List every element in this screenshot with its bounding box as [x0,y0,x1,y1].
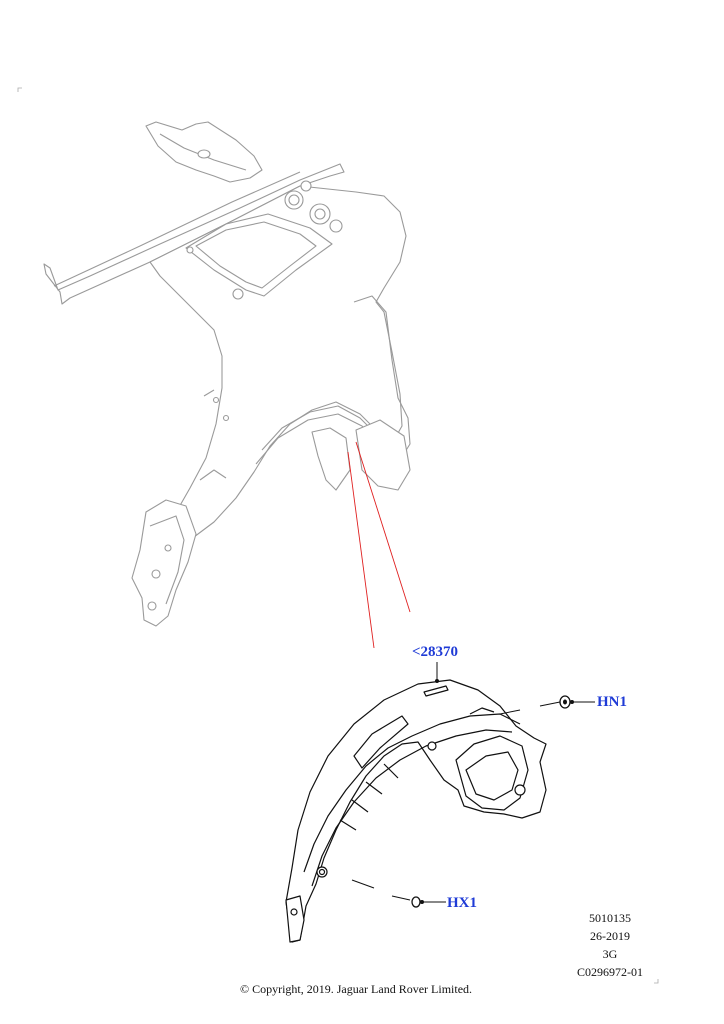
lower-pillar [131,499,197,627]
callout-screw[interactable]: HX1 [447,895,477,911]
leader-line-left [347,451,375,649]
wheel-arch-liner[interactable] [285,679,547,943]
flange-nut[interactable] [559,695,595,709]
ref-illustration-id: C0296972-01 [577,965,643,979]
ref-code: 5010135 [589,911,631,925]
reference-codes: 5010135 26-2019 3G C0296972-01 [560,909,660,981]
roof-rail [43,163,345,305]
copyright-notice: © Copyright, 2019. Jaguar Land Rover Lim… [239,982,473,996]
hex-screw[interactable] [411,896,446,908]
fastener-leaders [351,701,561,901]
liner-callout-dot [435,679,439,683]
callout-wheel-liner[interactable]: <28370 [412,644,459,660]
vehicle-body-side-panel [43,121,411,627]
body-bolt-holes [186,180,343,300]
crop-mark-top-left [17,87,22,92]
leader-line-right [355,441,411,613]
leader-lines [347,441,411,649]
ref-revision: 3G [602,947,618,961]
callout-nut[interactable]: HN1 [597,694,627,710]
crop-mark-bottom-right [654,979,659,984]
ref-date: 26-2019 [590,929,630,943]
